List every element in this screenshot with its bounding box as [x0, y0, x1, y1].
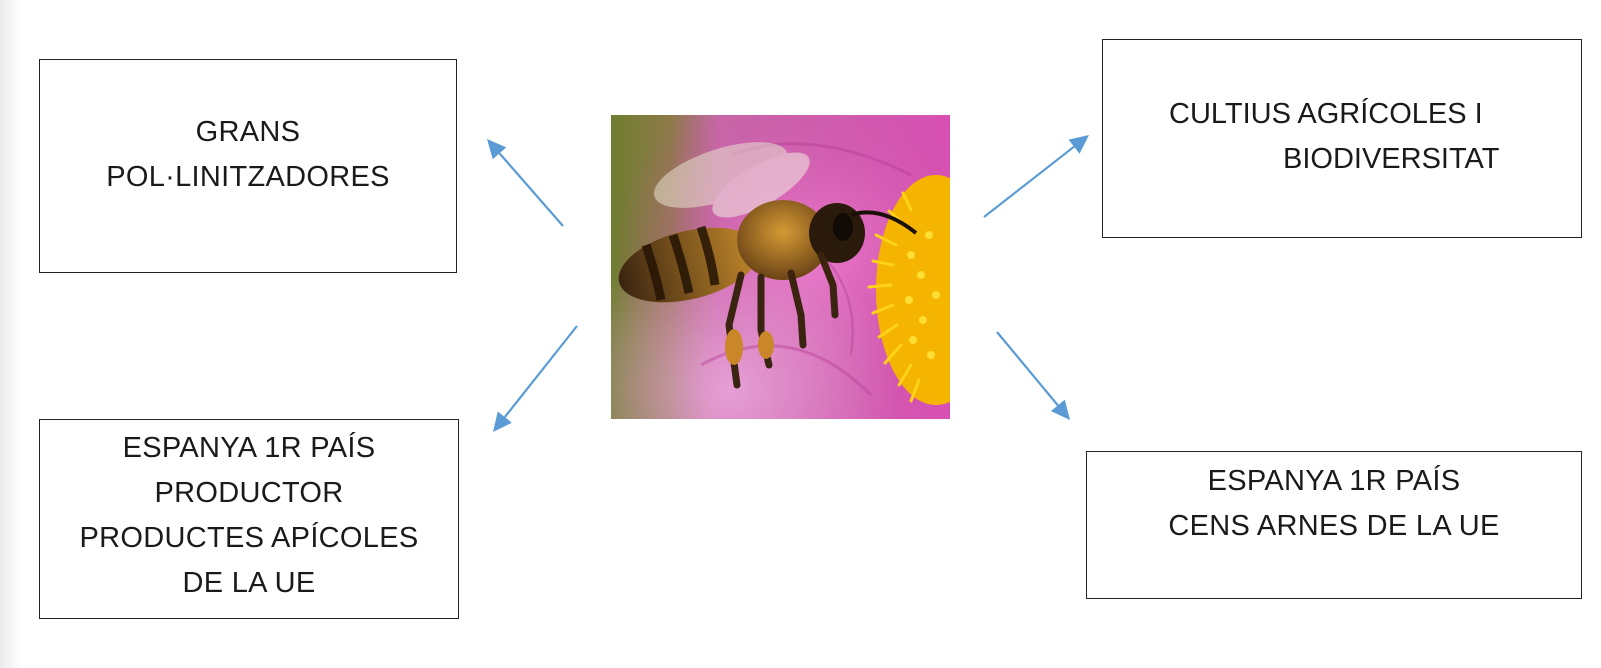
arrow-to-grans: [487, 139, 563, 226]
arrow-to-cens-shaft: [997, 332, 1058, 405]
arrow-to-cultius: [984, 135, 1089, 217]
box-espanya-cens-arnes: ESPANYA 1R PAÍS CENS ARNES DE LA UE: [1086, 451, 1582, 599]
box-productor-line-4: DE LA UE: [40, 561, 458, 606]
box-cultius-line-2: BIODIVERSITAT: [1283, 137, 1499, 182]
box-cens-line-2: CENS ARNES DE LA UE: [1087, 504, 1581, 549]
box-cens-line-1: ESPANYA 1R PAÍS: [1087, 459, 1581, 504]
page-left-edge: [0, 0, 22, 668]
arrow-to-grans-head: [487, 139, 506, 159]
box-cens-text: ESPANYA 1R PAÍS CENS ARNES DE LA UE: [1087, 459, 1581, 549]
box-cultius-agricoles: CULTIUS AGRÍCOLES I BIODIVERSITAT: [1102, 39, 1582, 238]
arrow-to-cultius-head: [1068, 135, 1089, 154]
box-productor-line-2: PRODUCTOR: [40, 471, 458, 516]
bee-photo: [611, 115, 950, 419]
box-grans-line-2: POL·LINITZADORES: [40, 155, 456, 200]
arrow-to-productor: [493, 326, 577, 432]
arrow-to-cens-head: [1051, 400, 1070, 420]
box-grans-pollinitzadores: GRANS POL·LINITZADORES: [39, 59, 457, 273]
arrow-to-cens: [997, 332, 1070, 420]
box-grans-line-1: GRANS: [40, 110, 456, 155]
box-productor-line-3: PRODUCTES APÍCOLES: [40, 516, 458, 561]
arrow-to-cultius-shaft: [984, 147, 1074, 217]
arrow-to-productor-shaft: [505, 326, 577, 417]
box-cultius-line-1: CULTIUS AGRÍCOLES I: [1169, 92, 1483, 137]
arrow-to-grans-shaft: [499, 153, 563, 226]
box-espanya-productor: ESPANYA 1R PAÍS PRODUCTOR PRODUCTES APÍC…: [39, 419, 459, 619]
arrow-to-productor-head: [493, 412, 512, 432]
box-productor-line-1: ESPANYA 1R PAÍS: [40, 426, 458, 471]
box-productor-text: ESPANYA 1R PAÍS PRODUCTOR PRODUCTES APÍC…: [40, 426, 458, 606]
box-grans-text: GRANS POL·LINITZADORES: [40, 110, 456, 200]
